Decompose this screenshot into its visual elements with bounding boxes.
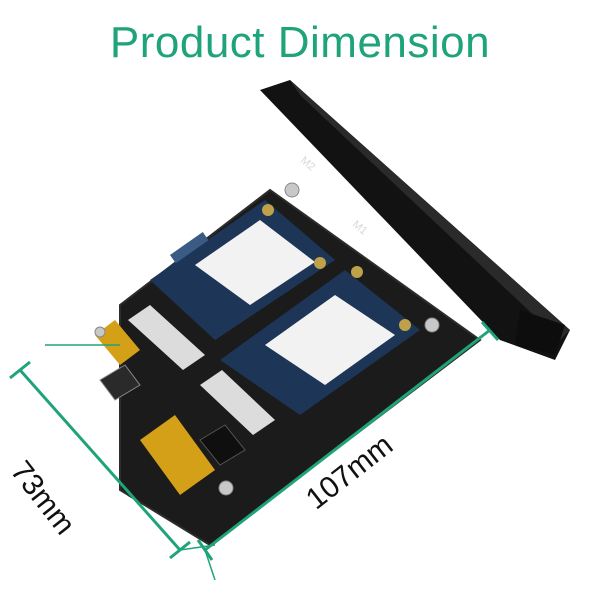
- m2-socket-1: [128, 305, 205, 370]
- pci-bracket: [260, 80, 570, 360]
- screw: [399, 319, 411, 331]
- dimension-line-height: [9, 344, 216, 560]
- screw: [218, 480, 234, 496]
- screw: [351, 266, 363, 278]
- sata-power-connector: [140, 415, 215, 495]
- screw: [94, 326, 106, 338]
- screw: [424, 317, 440, 333]
- screw: [314, 257, 326, 269]
- sata-data-connector: [95, 320, 140, 365]
- screw: [284, 182, 300, 198]
- dimension-line-width: [196, 321, 500, 581]
- ssd-module-2: [220, 270, 420, 415]
- ssd-module-1: [150, 200, 335, 340]
- controller-chip: [199, 424, 246, 466]
- screw: [262, 204, 274, 216]
- bracket-tab: [515, 310, 565, 355]
- m2-socket-2: [200, 370, 275, 435]
- page-title: Product Dimension: [109, 18, 491, 67]
